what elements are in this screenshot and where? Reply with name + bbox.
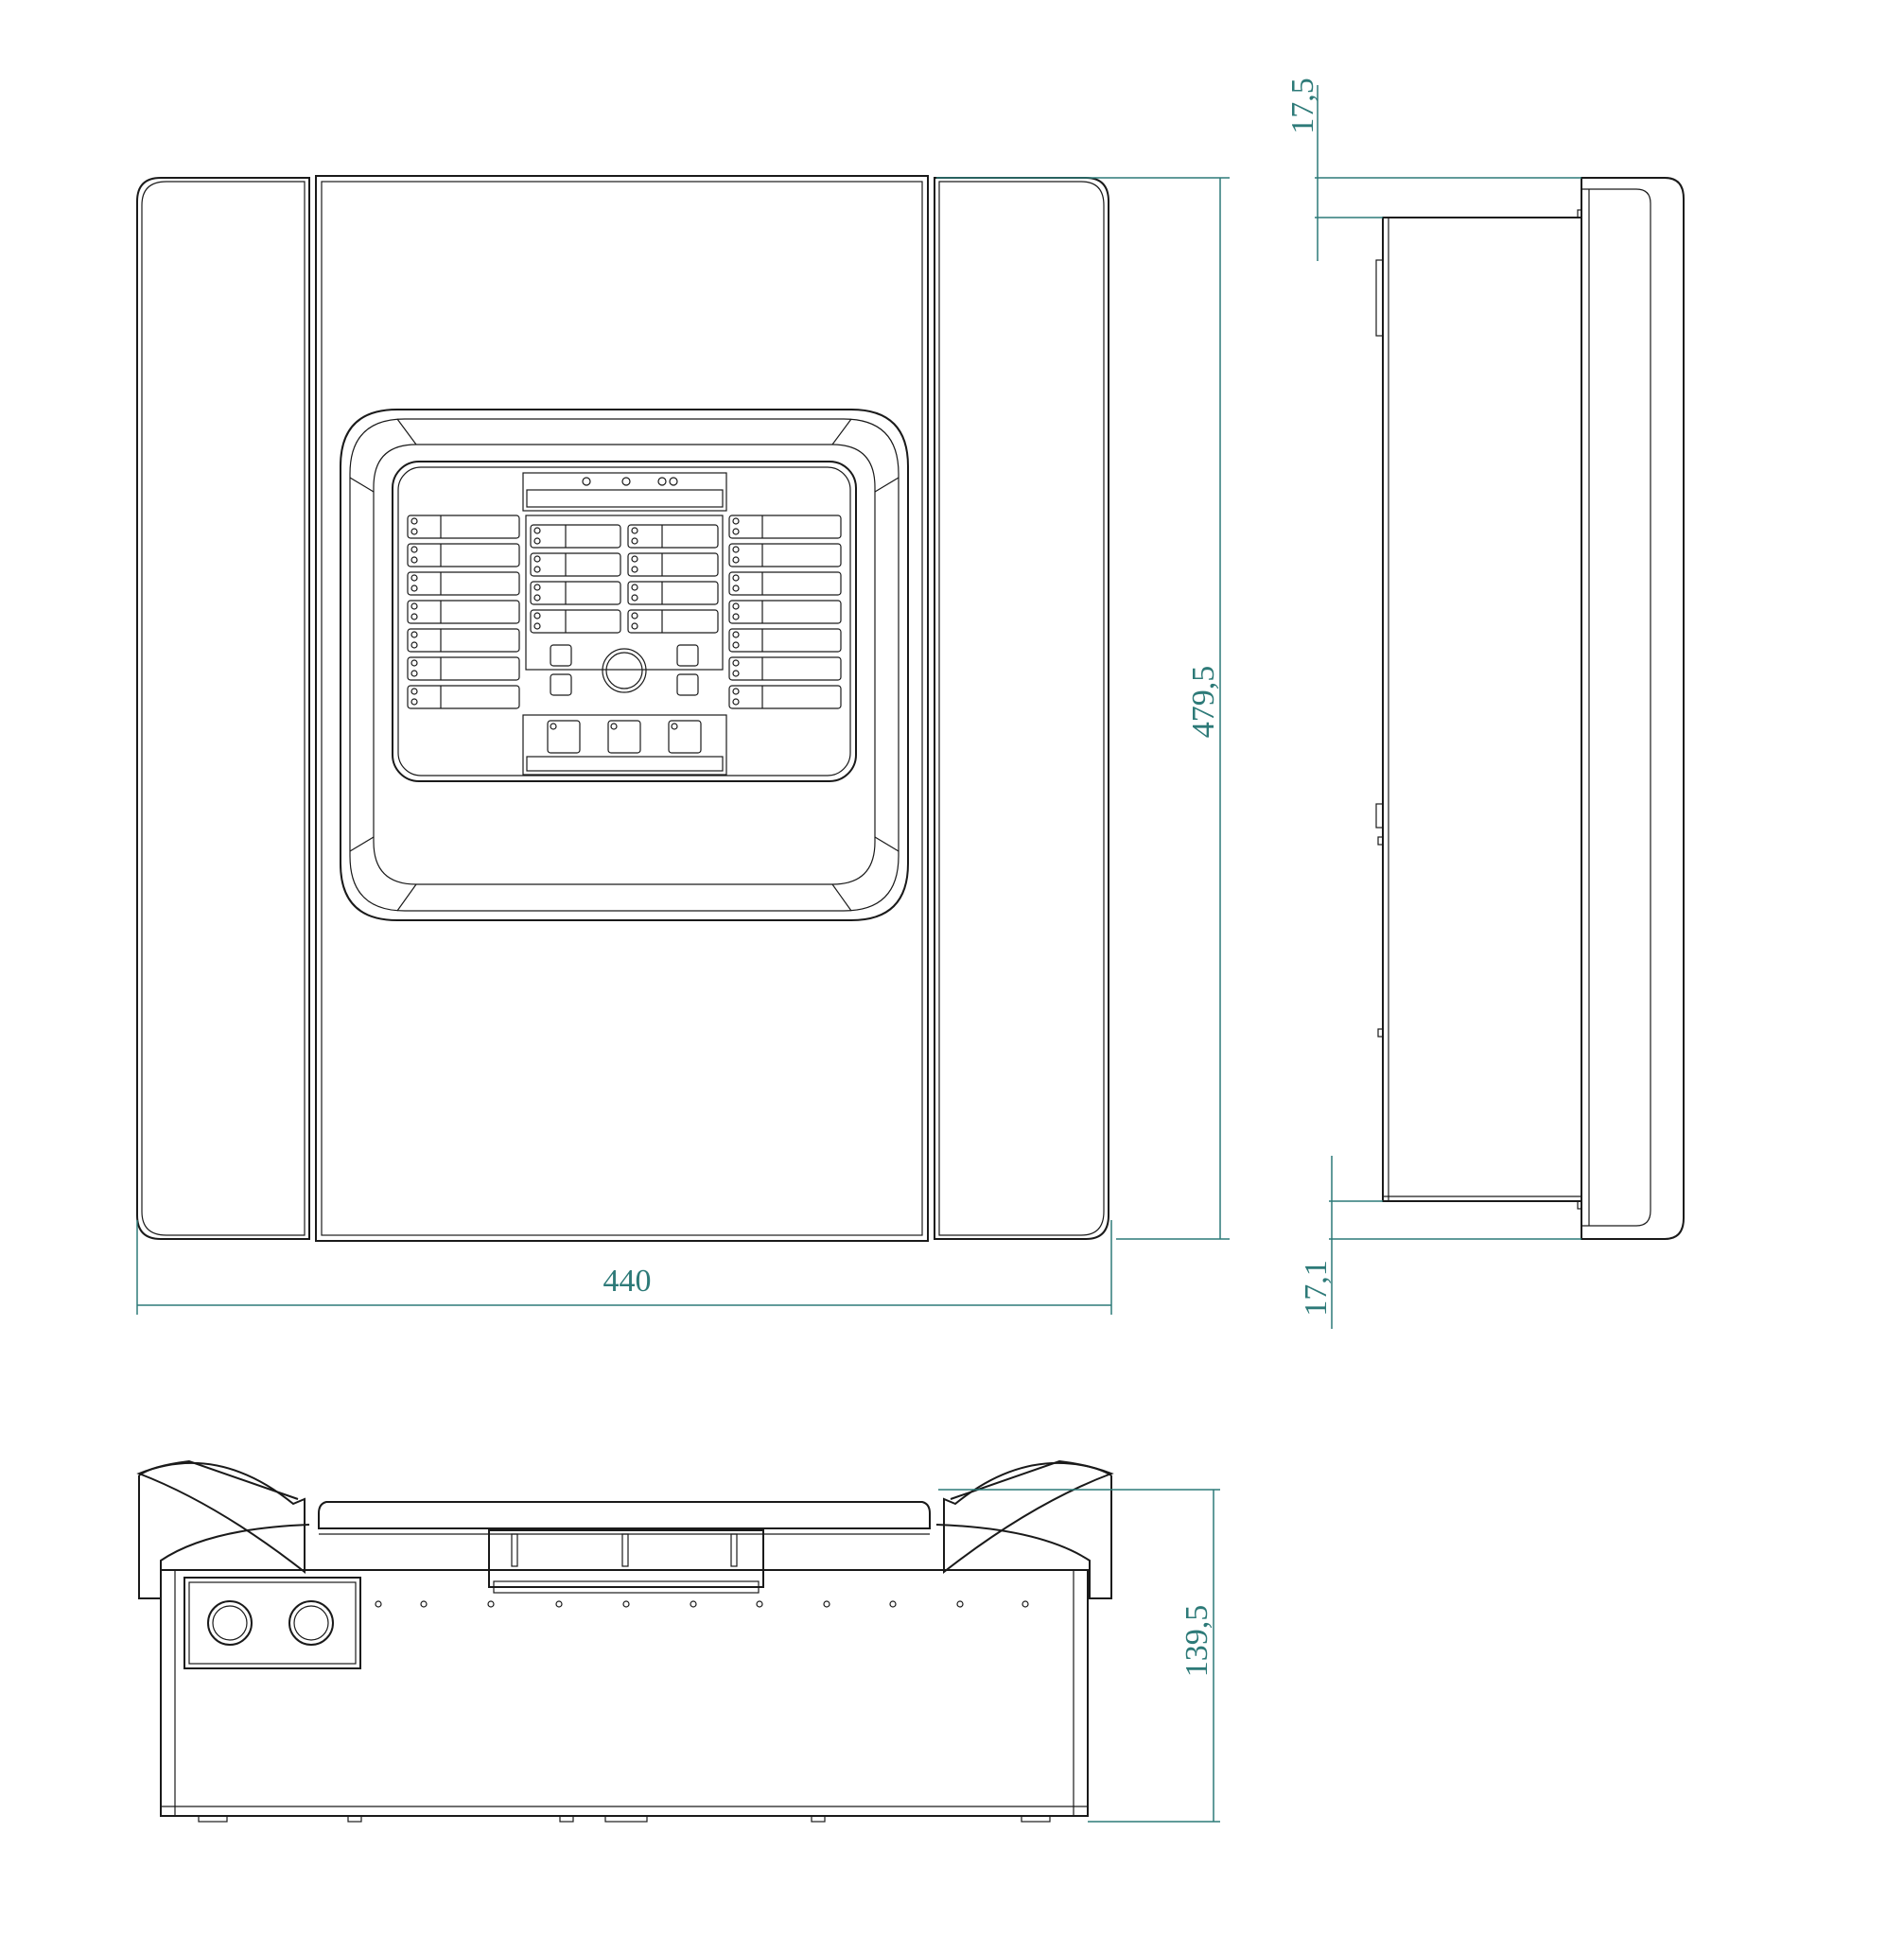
dimension-depth: 139,5	[938, 1489, 1220, 1823]
zone-button-row	[728, 543, 842, 567]
side-back-box	[1375, 209, 1582, 1210]
dimension-bottom-offset: 17,1	[1299, 1156, 1581, 1329]
zone-button-row	[728, 656, 842, 681]
cable-gland	[207, 1600, 253, 1646]
zone-button-row	[407, 515, 520, 539]
dimension-depth-label: 139,5	[1179, 1605, 1214, 1678]
dimension-bottom-offset-label: 17,1	[1299, 1260, 1334, 1317]
zone-button-row	[407, 571, 520, 596]
zone-button-row	[530, 609, 719, 634]
cable-gland	[288, 1600, 334, 1646]
knockout-holes	[375, 1600, 1029, 1608]
front-outer-body	[136, 177, 1109, 1240]
top-center-lip	[318, 1501, 931, 1571]
zone-button-row	[728, 628, 842, 653]
top-body	[160, 1569, 1089, 1817]
zone-button-row	[728, 571, 842, 596]
zone-buttons-left	[407, 515, 520, 709]
dimension-width-label: 440	[603, 1264, 652, 1299]
zone-button-row	[407, 628, 520, 653]
side-front-cover	[1581, 177, 1685, 1240]
top-left-wing	[136, 1459, 310, 1599]
function-keys	[522, 714, 727, 776]
zone-button-row	[530, 524, 719, 549]
status-led-strip	[522, 472, 727, 512]
dimension-width: 440	[136, 1220, 1112, 1315]
zone-button-row	[407, 656, 520, 681]
control-keys	[550, 644, 699, 696]
zone-button-row	[407, 543, 520, 567]
zone-button-row	[530, 552, 719, 577]
front-display-window	[340, 409, 909, 921]
zone-button-row	[407, 685, 520, 709]
mounting-feet	[198, 1815, 1051, 1823]
zone-buttons-center	[525, 515, 724, 671]
dimension-height-label: 479,5	[1186, 666, 1221, 739]
front-control-panel	[392, 461, 857, 782]
top-right-wing	[935, 1459, 1114, 1599]
cable-entry-block	[183, 1577, 361, 1669]
front-center-panel	[315, 175, 929, 1242]
zone-button-row	[728, 600, 842, 624]
zone-button-row	[530, 581, 719, 605]
top-clip	[488, 1529, 764, 1594]
zone-button-row	[728, 515, 842, 539]
dimension-height: 479,5	[936, 177, 1230, 1240]
zone-button-row	[728, 685, 842, 709]
zone-buttons-right	[728, 515, 842, 709]
zone-button-row	[407, 600, 520, 624]
front-view	[136, 175, 1109, 1242]
dimension-top-offset: 17,5	[1285, 78, 1581, 261]
dimension-top-offset-label: 17,5	[1285, 78, 1320, 134]
side-view	[1375, 177, 1685, 1240]
top-view	[136, 1459, 1114, 1823]
rotary-knob	[602, 648, 647, 693]
